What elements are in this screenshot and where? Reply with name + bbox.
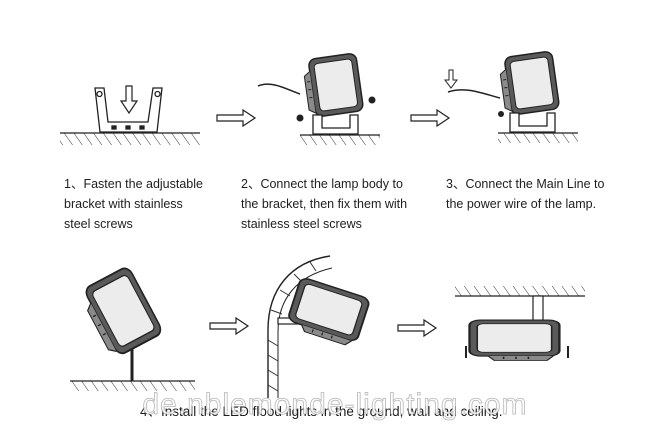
right-arrow-icon bbox=[410, 109, 450, 127]
ground-hatch bbox=[300, 134, 380, 145]
step3-line1: Connect the Main Line to bbox=[465, 177, 605, 191]
right-arrow-icon bbox=[397, 319, 437, 337]
step4-number: 4、 bbox=[140, 404, 162, 419]
right-arrow-icon bbox=[209, 317, 249, 335]
right-arrow-icon bbox=[216, 109, 256, 127]
step1-line3: steel screws bbox=[64, 217, 133, 231]
flood-light-icon bbox=[301, 52, 365, 119]
step3-line2: the power wire of the lamp. bbox=[446, 197, 597, 211]
step2-line1: Connect the lamp body to bbox=[260, 177, 403, 191]
step3-illustration bbox=[444, 50, 578, 143]
flood-light-icon bbox=[468, 318, 561, 362]
down-arrow-icon bbox=[444, 69, 458, 89]
ground-hatch bbox=[498, 132, 578, 143]
wall bbox=[267, 255, 333, 398]
down-arrow-icon bbox=[119, 85, 139, 115]
power-wire-icon bbox=[257, 83, 301, 95]
flood-light-icon bbox=[497, 50, 561, 117]
step3-caption: 3、Connect the Main Line to the power wir… bbox=[446, 174, 604, 214]
bracket-icon bbox=[94, 87, 163, 133]
watermark: de.nblemonde-lighting.com bbox=[142, 388, 528, 422]
step1-caption: 1、Fasten the adjustable bracket with sta… bbox=[64, 174, 203, 234]
bracket-icon bbox=[509, 112, 556, 133]
ceiling bbox=[455, 286, 585, 297]
power-wire-icon bbox=[447, 89, 501, 99]
step1-illustration bbox=[60, 85, 200, 145]
step3-number: 3、 bbox=[446, 177, 466, 191]
step2-caption: 2、Connect the lamp body to the bracket, … bbox=[241, 174, 407, 234]
flood-light-icon bbox=[284, 275, 372, 349]
flood-light-icon bbox=[76, 264, 165, 360]
step2-line2: the bracket, then fix them with bbox=[241, 197, 408, 211]
step4-text: Install the LED flood lights in the grou… bbox=[161, 404, 503, 419]
ground-hatch bbox=[60, 132, 200, 145]
step2-line3: stainless steel screws bbox=[241, 217, 362, 231]
bracket-icon bbox=[312, 114, 359, 135]
step4-caption: 4、Install the LED flood lights in the gr… bbox=[140, 402, 502, 422]
step1-line2: bracket with stainless bbox=[64, 197, 183, 211]
step2-illustration bbox=[257, 52, 380, 145]
step2-number: 2、 bbox=[241, 177, 261, 191]
step1-number: 1、 bbox=[64, 177, 84, 191]
ground-install-illustration bbox=[70, 264, 195, 391]
screw-icon bbox=[296, 96, 376, 122]
ceiling-install-illustration bbox=[455, 286, 585, 362]
screw-icon bbox=[498, 111, 504, 117]
wall-install-illustration bbox=[267, 255, 372, 398]
step1-line1: Fasten the adjustable bbox=[83, 177, 203, 191]
